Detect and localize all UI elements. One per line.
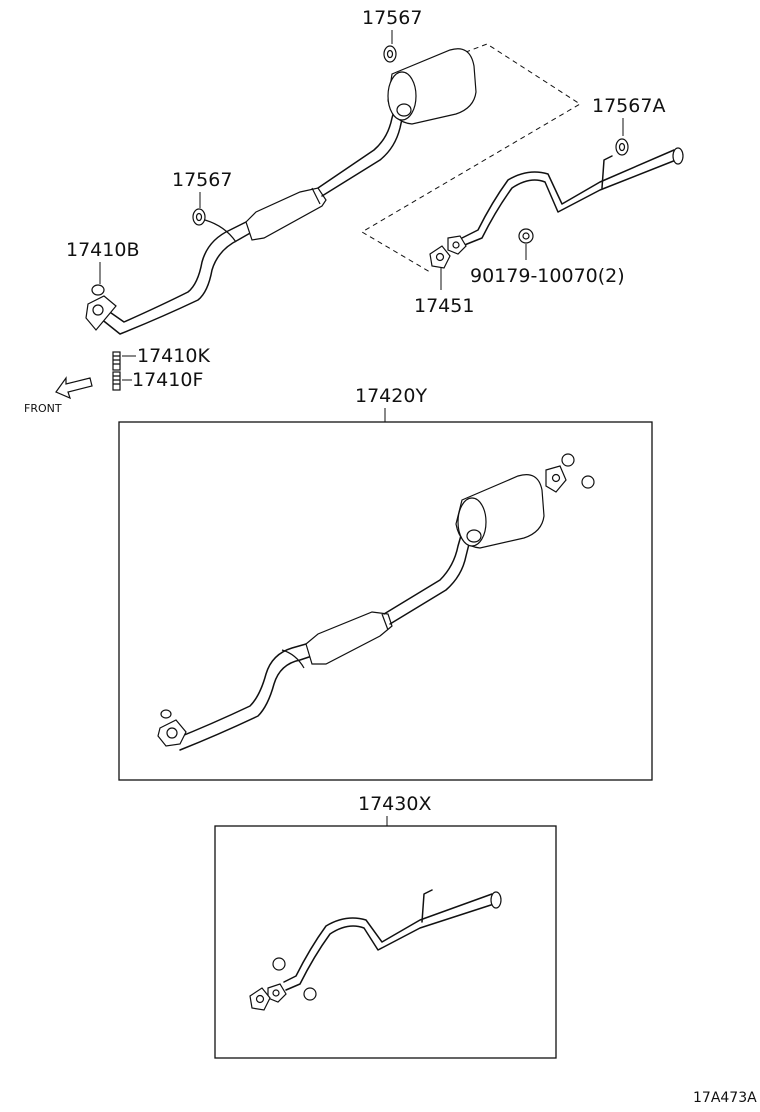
label-17410f: 17410F [132,369,203,391]
nut-17410b[interactable] [91,284,105,296]
label-17567-top: 17567 [362,7,422,29]
front-label: FRONT [24,402,62,415]
assembly-17430x-pipe[interactable] [267,889,502,1003]
front-arrow-icon [55,376,93,400]
assembly-17420y: 17420Y [118,385,653,781]
exploded-view: 17567 17567A 17567 17410B 17410K 17410F … [24,7,684,415]
hanger-17567a[interactable] [615,138,629,156]
label-17567a: 17567A [592,95,665,117]
label-17451: 17451 [414,295,474,317]
assembly-17420y-box [118,421,653,781]
label-17430x: 17430X [358,793,431,815]
gasket-17451[interactable] [429,245,451,269]
label-17410b: 17410B [66,239,139,261]
hanger-17567-left[interactable] [192,208,237,243]
assembly-17420y-pipe[interactable] [157,474,545,751]
nut-90179[interactable] [518,228,534,244]
assembly-17430x-hardware[interactable] [249,957,317,1011]
hanger-17567-top[interactable] [383,45,397,63]
stud-17410k[interactable] [112,351,121,371]
bolt-17410f[interactable] [112,371,121,391]
assembly-17430x: 17430X [214,793,557,1059]
tail-pipe[interactable] [447,147,684,255]
label-17410k: 17410K [137,345,210,367]
assembly-17420y-hardware[interactable] [545,453,595,493]
diagram-reference-code: 17A473A [693,1090,757,1106]
label-17567-left: 17567 [172,169,232,191]
label-17420y: 17420Y [355,385,427,407]
assembly-17430x-box [214,825,557,1059]
muffler-top[interactable] [387,48,477,125]
label-90179: 90179-10070(2) [470,265,625,287]
front-exhaust-pipe[interactable] [85,103,405,335]
